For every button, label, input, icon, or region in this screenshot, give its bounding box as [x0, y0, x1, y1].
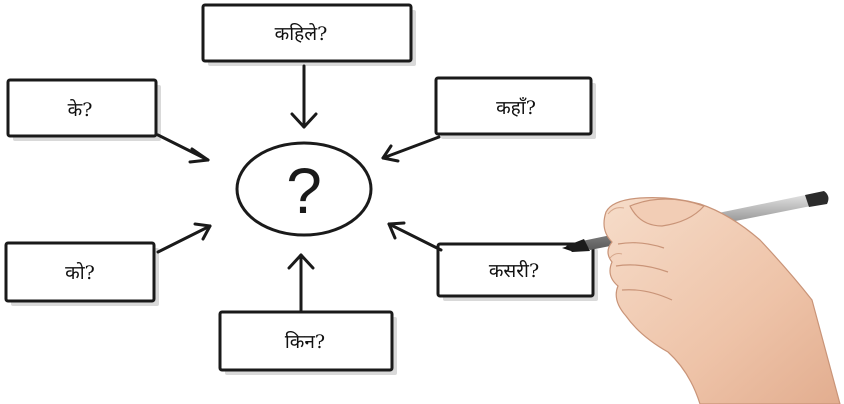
arrow-from-whom [287, 253, 315, 312]
arrow-from-when [290, 64, 318, 129]
hand-holding-pen-illustration [562, 191, 841, 404]
question-box-whom: किन? [218, 310, 397, 375]
center-question-node: ? [235, 141, 373, 237]
question-label-when: कहिले? [275, 22, 328, 45]
question-box-when: कहिले? [201, 3, 416, 66]
question-label-whom: किन? [285, 330, 325, 353]
center-circle [235, 141, 373, 237]
question-label-how: कसरी? [489, 259, 539, 282]
hand-icon [603, 197, 841, 404]
arrow-from-what [156, 133, 210, 164]
arrow-from-who [156, 222, 212, 254]
question-label-where: कहाँ? [496, 96, 536, 119]
arrow-from-where [381, 135, 441, 163]
arrow-from-how [387, 221, 443, 252]
question-box-who: को? [4, 241, 159, 306]
center-question-mark-icon: ? [286, 155, 322, 227]
question-box-how: कसरी? [436, 242, 598, 301]
question-box-what: के? [6, 78, 161, 141]
question-label-what: के? [68, 98, 93, 121]
question-box-where: कहाँ? [434, 76, 596, 139]
question-label-who: को? [65, 261, 95, 284]
